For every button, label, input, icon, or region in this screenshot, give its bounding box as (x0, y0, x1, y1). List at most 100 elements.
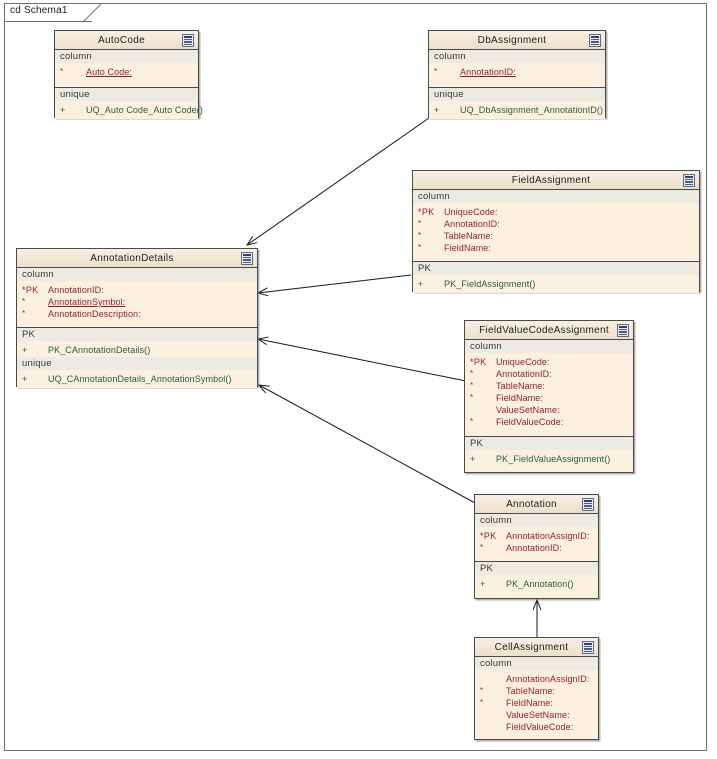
class-fieldvaluecodeassignment[interactable]: FieldValueCodeAssignment column *PK Uniq… (464, 320, 634, 473)
operation-name: UQ_DbAssignment_AnnotationID() (460, 105, 604, 115)
attribute-row: * FieldValueCode: (465, 416, 633, 428)
attribute-name: UniqueCode: (444, 207, 498, 217)
class-header-annotation: Annotation (475, 495, 598, 514)
diagram-frame-label: cd Schema1 (10, 5, 68, 16)
operation-row: + PK_FieldAssignment() (413, 278, 699, 291)
attribute-name: AnnotationSymbol: (48, 297, 126, 307)
table-grid-icon (589, 34, 601, 47)
table-grid-icon (582, 498, 594, 511)
visibility-marker: + (434, 105, 440, 115)
mandatory-marker: * (480, 686, 484, 695)
attribute-name: FieldName: (444, 243, 492, 253)
stereotype-column: column (55, 50, 198, 63)
attribute-name: FieldValueCode: (506, 722, 574, 732)
attribute-row: * TableName: (465, 380, 633, 392)
attribute-row: *PK AnnotationAssignID: (475, 530, 598, 542)
stereotype-unique: unique (17, 357, 257, 370)
attribute-row: * FieldName: (465, 392, 633, 404)
attribute-name: TableName: (506, 686, 556, 696)
pk-marker: *PK (418, 207, 435, 217)
class-header-annotationdetails: AnnotationDetails (17, 249, 257, 268)
table-grid-icon (617, 324, 629, 337)
stereotype-pk: PK (413, 262, 699, 275)
operation-name: PK_Annotation() (506, 579, 574, 589)
table-grid-icon (582, 641, 594, 654)
attribute-name: AnnotationID: (48, 285, 104, 295)
visibility-marker: + (470, 454, 476, 464)
attribute-row: * AnnotationID: (429, 66, 605, 78)
stereotype-column: column (429, 50, 605, 63)
operation-row: + PK_Annotation() (475, 578, 598, 591)
visibility-marker: + (22, 345, 28, 355)
stereotype-column: column (413, 190, 699, 203)
frame-tab-slant-icon (83, 3, 102, 22)
class-autocode[interactable]: AutoCode column * Auto Code: unique + UQ… (54, 30, 203, 119)
attribute-name: ValueSetName: (506, 710, 570, 720)
operation-name: PK_FieldAssignment() (444, 279, 536, 289)
operation-row: + UQ_CAnnotationDetails_AnnotationSymbol… (17, 373, 257, 386)
attribute-row: FieldValueCode: (475, 721, 598, 733)
mandatory-marker: * (470, 417, 474, 426)
class-fieldassignment[interactable]: FieldAssignment column *PK UniqueCode: *… (412, 170, 700, 293)
attribute-name: AnnotationID: (460, 67, 516, 77)
class-header-cellassignment: CellAssignment (475, 638, 598, 657)
mandatory-marker: * (60, 67, 64, 76)
pk-marker: *PK (480, 531, 497, 541)
mandatory-marker: * (470, 381, 474, 390)
attribute-name: FieldName: (506, 698, 554, 708)
attribute-row: * AnnotationSymbol: (17, 296, 257, 308)
operation-row: + UQ_Auto Code_Auto Code() (55, 104, 203, 117)
mandatory-marker: * (480, 698, 484, 707)
stereotype-pk: PK (465, 437, 633, 450)
operation-name: UQ_Auto Code_Auto Code() (86, 105, 203, 115)
mandatory-marker: * (22, 309, 26, 318)
mandatory-marker: * (470, 393, 474, 402)
class-title-dbassignment: DbAssignment (477, 34, 547, 46)
compartment-columns-cellassignment: column AnnotationAssignID: * TableName: … (475, 657, 598, 735)
compartment-pk-fieldassignment: PK + PK_FieldAssignment() (413, 262, 699, 293)
attribute-row: * AnnotationID: (475, 542, 598, 554)
attribute-name: AnnotationAssignID: (506, 531, 590, 541)
attribute-row: * AnnotationDescription: (17, 308, 257, 320)
attribute-row: ValueSetName: (475, 709, 598, 721)
visibility-marker: + (480, 579, 486, 589)
class-title-fieldvaluecodeassignment: FieldValueCodeAssignment (479, 324, 609, 336)
stereotype-unique: unique (429, 88, 605, 101)
attribute-name: FieldValueCode: (496, 417, 564, 427)
class-annotation[interactable]: Annotation column *PK AnnotationAssignID… (474, 494, 599, 599)
class-cellassignment[interactable]: CellAssignment column AnnotationAssignID… (474, 637, 599, 740)
class-dbassignment[interactable]: DbAssignment column * AnnotationID: uniq… (428, 30, 606, 119)
stereotype-column: column (465, 340, 633, 353)
mandatory-marker: * (434, 67, 438, 76)
class-title-annotation: Annotation (506, 498, 557, 510)
attribute-name: AnnotationID: (506, 543, 562, 553)
attribute-name: AnnotationAssignID: (506, 674, 590, 684)
attribute-row: *PK AnnotationID: (17, 284, 257, 296)
stereotype-pk: PK (475, 562, 598, 575)
compartment-columns-annotation: column *PK AnnotationAssignID: * Annotat… (475, 514, 598, 562)
attribute-row: *PK UniqueCode: (413, 206, 699, 218)
stereotype-pk: PK (17, 328, 257, 341)
class-header-autocode: AutoCode (55, 31, 198, 50)
compartment-pk-fieldvaluecodeassignment: PK + PK_FieldValueAssignment() (465, 437, 633, 468)
attribute-row: * AnnotationID: (465, 368, 633, 380)
visibility-marker: + (22, 374, 28, 384)
stereotype-column: column (475, 657, 598, 670)
attribute-name: TableName: (496, 381, 546, 391)
compartment-columns-annotationdetails: column *PK AnnotationID: * AnnotationSym… (17, 268, 257, 328)
pk-marker: *PK (22, 285, 39, 295)
attribute-row: * FieldName: (475, 697, 598, 709)
attribute-name: ValueSetName: (496, 405, 560, 415)
visibility-marker: + (60, 105, 66, 115)
mandatory-marker: * (418, 231, 422, 240)
mandatory-marker: * (418, 219, 422, 228)
stereotype-column: column (17, 268, 257, 281)
class-header-dbassignment: DbAssignment (429, 31, 605, 50)
class-annotationdetails[interactable]: AnnotationDetails column *PK AnnotationI… (16, 248, 258, 388)
attribute-row: ValueSetName: (465, 404, 633, 416)
class-title-annotationdetails: AnnotationDetails (90, 252, 174, 264)
table-grid-icon (241, 252, 253, 265)
attribute-row: * AnnotationID: (413, 218, 699, 230)
compartment-pk-unique-annotationdetails: PK + PK_CAnnotationDetails() unique + UQ… (17, 328, 257, 388)
